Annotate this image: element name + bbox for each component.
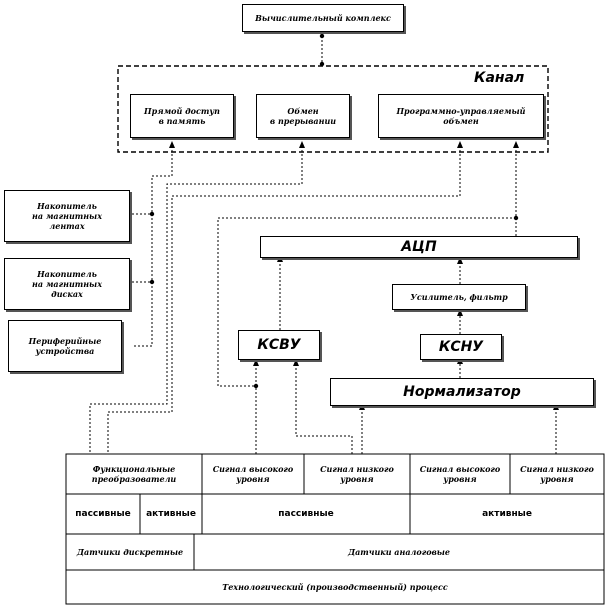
low-signal-cell-1: Сигнал низкого уровня <box>320 464 394 484</box>
passive-cell-big: пассивные <box>278 509 334 519</box>
active-cell-big: активные <box>482 509 532 519</box>
interrupt-box: Обмен в прерывании <box>256 94 350 138</box>
ksvu-label: КСВУ <box>257 337 301 353</box>
functional-converters-cell: Функциональные преобразователи <box>91 464 177 484</box>
high-signal-cell-1: Сигнал высокого уровня <box>212 464 294 484</box>
tape-storage-box: Накопитель на магнитных лентах <box>4 190 130 242</box>
low-signal-cell-2: Сигнал низкого уровня <box>520 464 594 484</box>
ksvu-box: КСВУ <box>238 330 320 360</box>
ksnu-label: КСНУ <box>438 339 484 355</box>
computing-complex-label: Вычислительный комплекс <box>255 13 391 23</box>
active-cell-small: активные <box>146 509 196 519</box>
adc-box: АЦП <box>260 236 578 258</box>
dma-label: Прямой доступ в память <box>144 106 220 126</box>
high-signal-cell-2: Сигнал высокого уровня <box>419 464 501 484</box>
disk-storage-box: Накопитель на магнитных дисках <box>4 258 130 310</box>
computing-complex-box: Вычислительный комплекс <box>242 4 404 32</box>
discrete-sensors-cell: Датчики дискретные <box>76 547 184 557</box>
technological-process-cell: Технологический (производственный) проце… <box>222 582 448 592</box>
ksnu-box: КСНУ <box>420 334 502 360</box>
normalizer-box: Нормализатор <box>330 378 594 406</box>
channel-title: Канал <box>474 70 525 86</box>
tape-storage-label: Накопитель на магнитных лентах <box>32 201 102 231</box>
peripheral-devices-box: Периферийные устройства <box>8 320 122 372</box>
program-controlled-label: Программно-управляемый объмен <box>396 106 526 126</box>
adc-label: АЦП <box>401 239 437 255</box>
amplifier-filter-label: Усилитель, фильтр <box>410 292 508 302</box>
interrupt-label: Обмен в прерывании <box>269 106 337 126</box>
disk-storage-label: Накопитель на магнитных дисках <box>32 269 102 299</box>
dma-box: Прямой доступ в память <box>130 94 234 138</box>
analog-sensors-cell: Датчики аналоговые <box>347 547 451 557</box>
normalizer-label: Нормализатор <box>403 384 521 400</box>
program-controlled-box: Программно-управляемый объмен <box>378 94 544 138</box>
amplifier-filter-box: Усилитель, фильтр <box>392 284 526 310</box>
peripheral-devices-label: Периферийные устройства <box>28 336 102 356</box>
passive-cell-small: пассивные <box>75 509 131 519</box>
